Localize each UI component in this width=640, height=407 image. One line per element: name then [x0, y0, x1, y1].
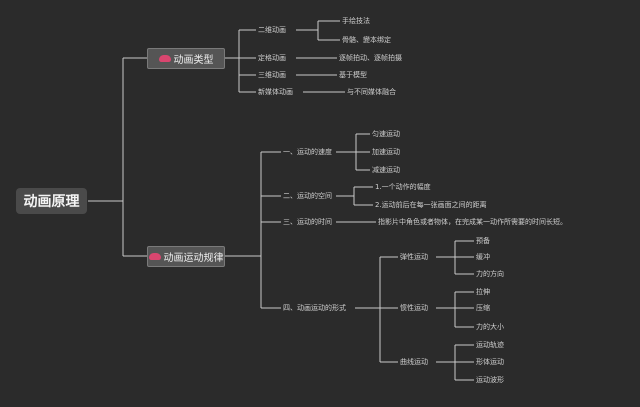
leaf-frame-by-frame[interactable]: 逐帧拍动、逐帧拍摄: [339, 54, 402, 62]
root-node[interactable]: 动画原理: [16, 188, 87, 214]
leaf-uniform-motion[interactable]: 匀速运动: [372, 130, 400, 138]
leaf-force-direction[interactable]: 力的方向: [476, 270, 504, 278]
node-curve-motion[interactable]: 曲线运动: [400, 358, 428, 366]
brain-icon: [148, 253, 161, 260]
node-3d-animation[interactable]: 三维动画: [258, 71, 286, 79]
node-elastic-motion[interactable]: 弹性运动: [400, 253, 428, 261]
leaf-wave-motion[interactable]: 运动波形: [476, 376, 504, 384]
node-2d-animation[interactable]: 二维动画: [258, 26, 286, 34]
node-motion-space[interactable]: 二、运动的空间: [283, 192, 332, 200]
node-inertia-motion[interactable]: 惯性运动: [400, 304, 428, 312]
node-new-media[interactable]: 新媒体动画: [258, 88, 293, 96]
leaf-distance[interactable]: 2.运动前后在每一张画面之间的距离: [375, 201, 487, 209]
leaf-accelerated-motion[interactable]: 加速运动: [372, 148, 400, 156]
leaf-stretch[interactable]: 拉伸: [476, 288, 490, 296]
node-label: 动画类型: [173, 55, 214, 66]
node-motion-rules[interactable]: 动画运动规律: [147, 246, 225, 267]
leaf-amplitude[interactable]: 1.一个动作的幅度: [375, 183, 431, 191]
leaf-decelerated-motion[interactable]: 减速运动: [372, 166, 400, 174]
node-stop-motion[interactable]: 定格动画: [258, 54, 286, 62]
leaf-time-definition[interactable]: 指影片中角色或者物体，在完成某一动作所需要的时间长短。: [378, 218, 567, 226]
leaf-skeleton-binding[interactable]: 骨骼、變本绑定: [342, 36, 391, 44]
node-motion-speed[interactable]: 一、运动的速度: [283, 148, 332, 156]
brain-icon: [158, 55, 171, 62]
leaf-force-magnitude[interactable]: 力的大小: [476, 323, 504, 331]
node-motion-forms[interactable]: 四、动画运动的形式: [283, 304, 346, 312]
node-animation-types[interactable]: 动画类型: [147, 48, 225, 69]
leaf-body-motion[interactable]: 形体运动: [476, 358, 504, 366]
leaf-trajectory[interactable]: 运动轨迹: [476, 341, 504, 349]
leaf-model-based[interactable]: 基于模型: [339, 71, 367, 79]
leaf-compress[interactable]: 压缩: [476, 304, 490, 312]
node-label: 动画运动规律: [163, 253, 224, 264]
leaf-anticipation[interactable]: 预备: [476, 237, 490, 245]
leaf-hand-drawn[interactable]: 手绘技法: [342, 17, 370, 25]
leaf-media-fusion[interactable]: 与不同媒体融合: [347, 88, 396, 96]
leaf-cushion[interactable]: 缓冲: [476, 253, 490, 261]
node-motion-time[interactable]: 三、运动的时间: [283, 218, 332, 226]
